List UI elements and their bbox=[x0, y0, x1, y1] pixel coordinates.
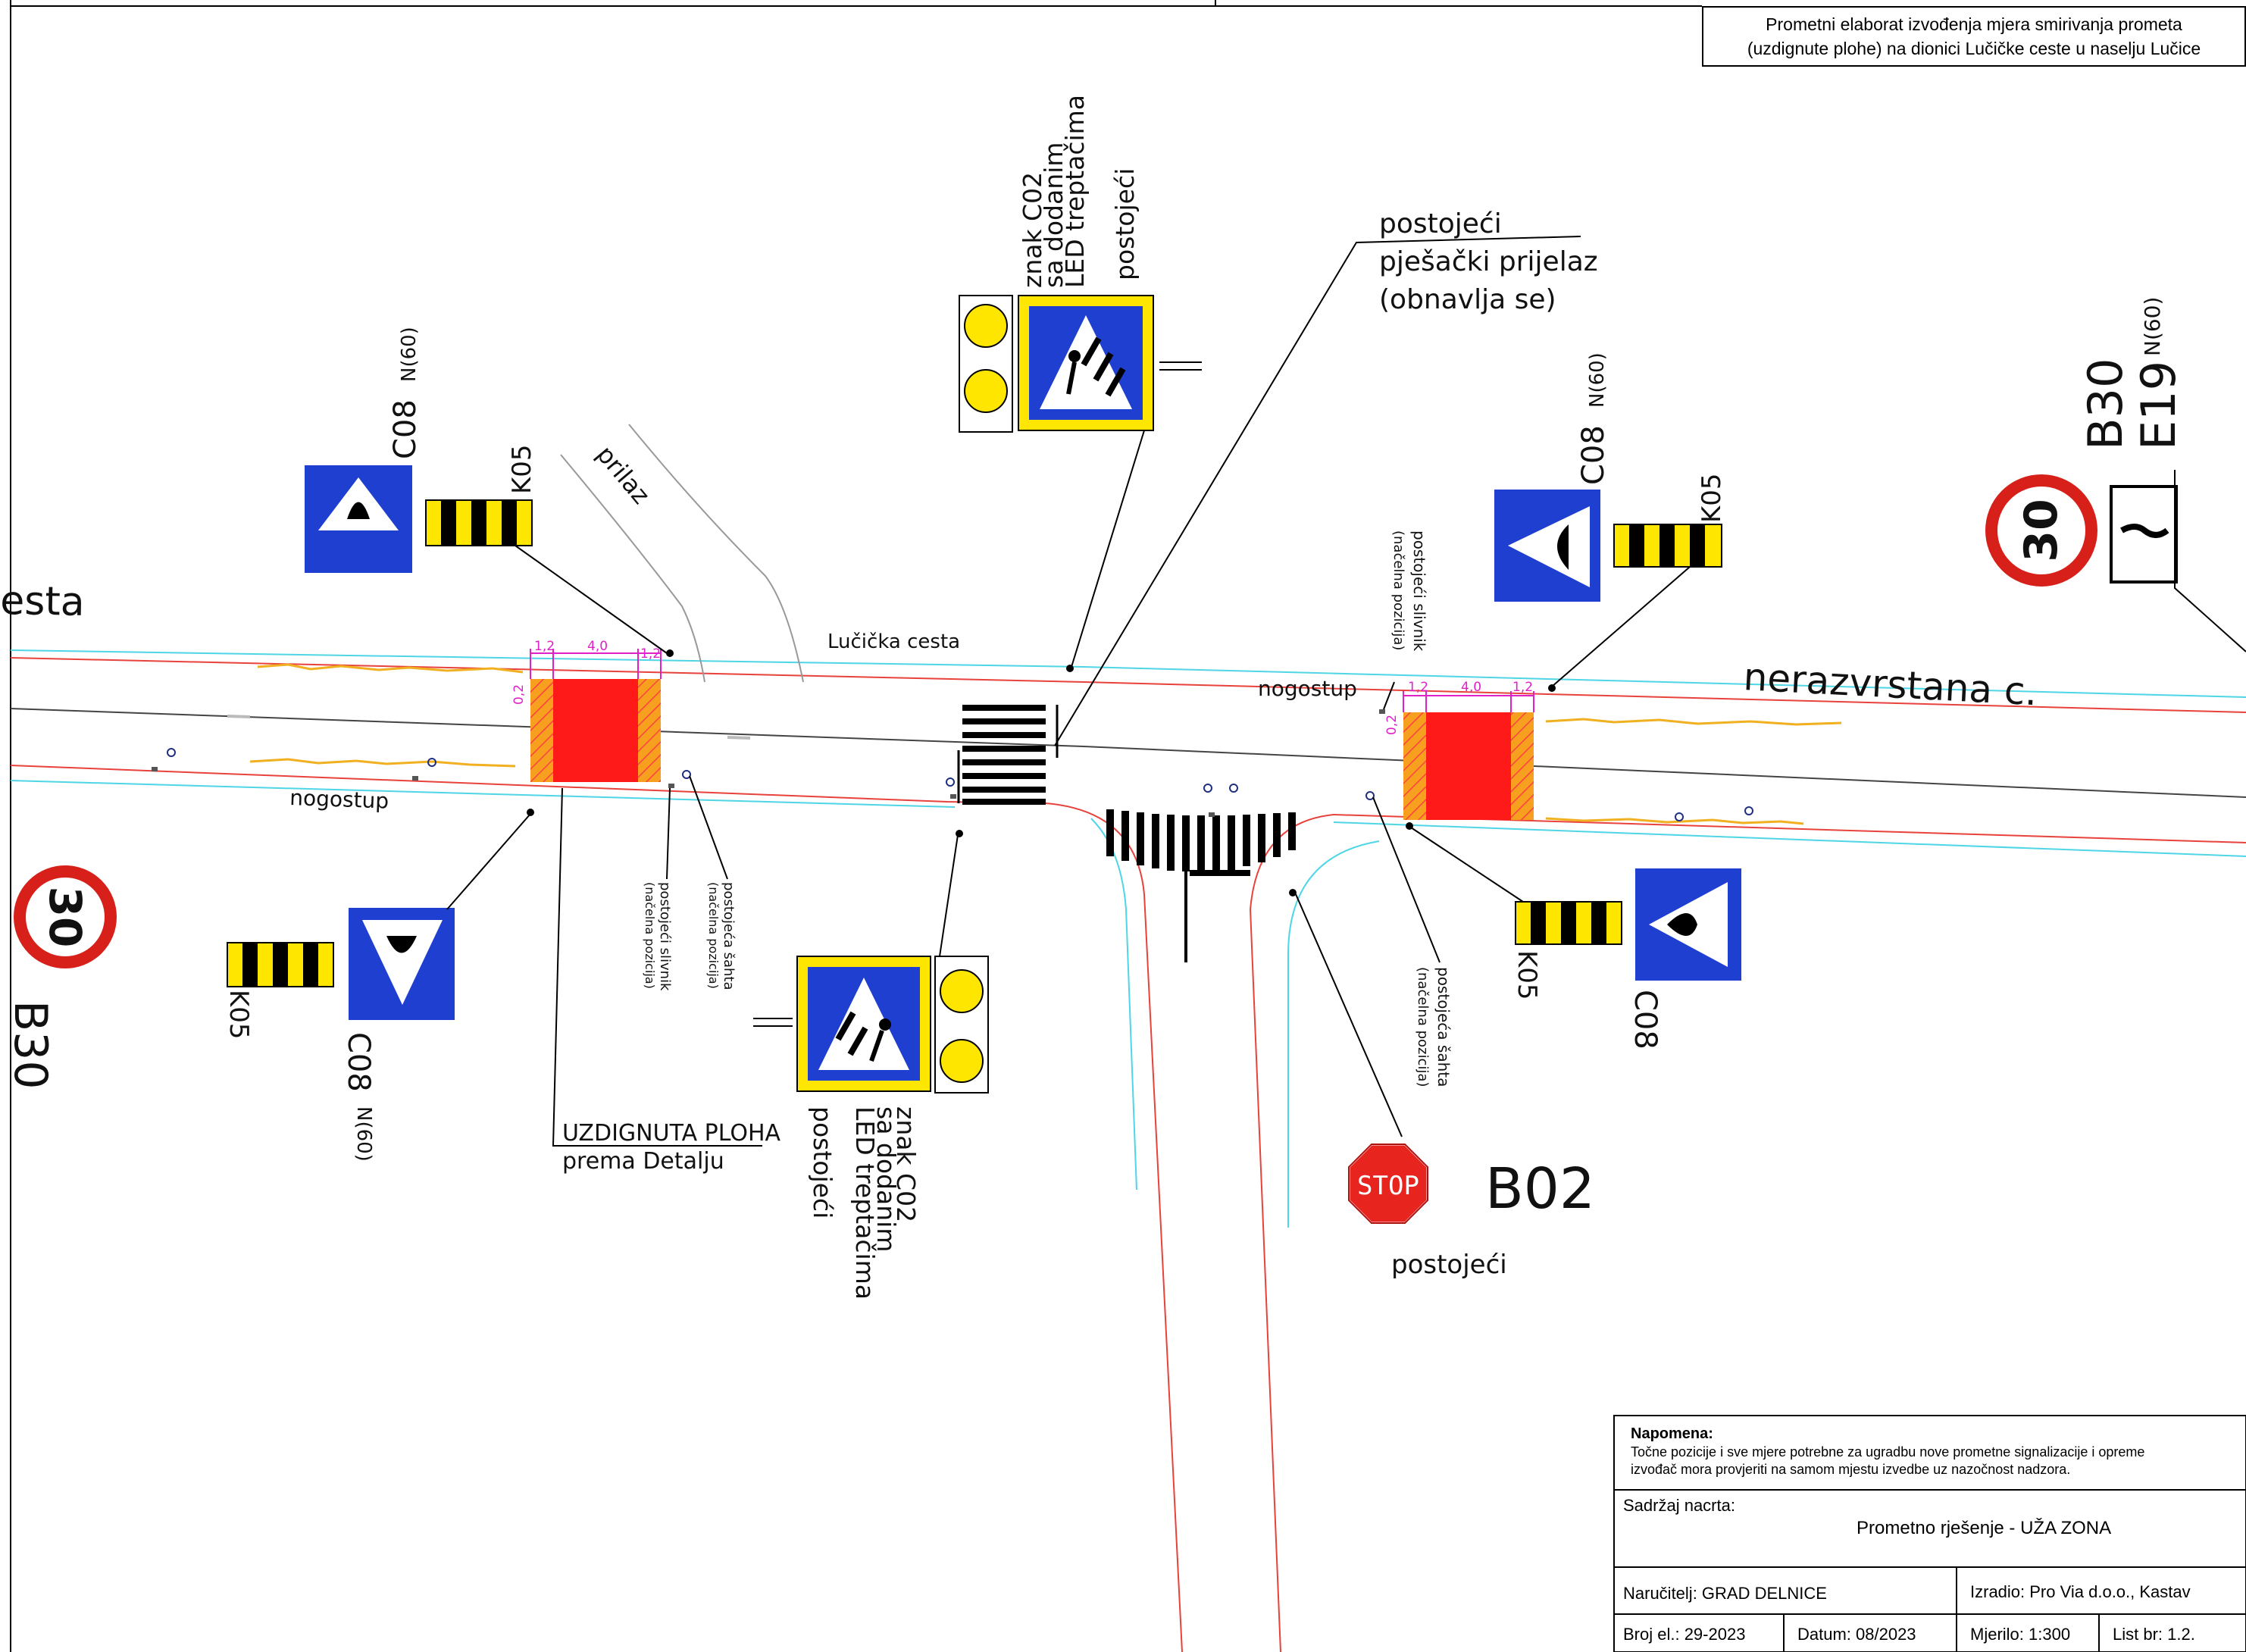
c08-tr-code: C08 bbox=[1576, 425, 1611, 485]
c08-bl-sub: N(60) bbox=[352, 1106, 375, 1162]
napomena-line-2: izvođač mora provjeriti na samom mjestu … bbox=[1631, 1462, 2070, 1477]
crossing-note-line-1: postojeći bbox=[1379, 208, 1502, 239]
sahta-left-2: (načelna pozicija) bbox=[706, 882, 721, 989]
sadrzaj-value: Prometno rješenje - UŽA ZONA bbox=[1857, 1518, 2111, 1538]
b30-right-code: B30 bbox=[2078, 358, 2133, 450]
izradio: Izradio: Pro Via d.o.o., Kastav bbox=[1970, 1582, 2191, 1601]
dim-left-3: 1,2 bbox=[640, 646, 661, 662]
napomena-label: Napomena: bbox=[1631, 1425, 1713, 1442]
c02-sign-top: znak C02 sa dodanim LED treptačima posto… bbox=[959, 95, 1202, 672]
c02-top-line-1: znak C02 bbox=[1018, 172, 1047, 288]
prilaz-edge bbox=[628, 424, 804, 683]
c02-top-line-2: sa dodanim bbox=[1039, 142, 1068, 288]
nogostup-left-label: nogostup bbox=[289, 785, 389, 814]
sahta-right-2: (načelna pozicija) bbox=[1415, 967, 1431, 1087]
dim-right-2: 4,0 bbox=[1461, 680, 1481, 695]
drawing-title-line-1: Prometni elaborat izvođenja mjera smiriv… bbox=[1766, 14, 2182, 34]
c02-bottom-line-3: LED treptačima bbox=[850, 1106, 880, 1300]
c08-tl-code: C08 bbox=[388, 399, 423, 459]
dim-left-1: 1,2 bbox=[534, 639, 555, 654]
c02-top-line-4: postojeći bbox=[1110, 168, 1140, 280]
dim-left-2: 4,0 bbox=[587, 639, 608, 654]
speed-limit-group-left: 30 B30 bbox=[4, 865, 117, 1090]
c08-tr-sub: N(60) bbox=[1586, 352, 1609, 408]
stop-sign-code: B02 bbox=[1485, 1156, 1595, 1222]
k05-br-code: K05 bbox=[1512, 950, 1542, 1000]
e19-code: E19 bbox=[2131, 361, 2186, 450]
speed-limit-group-right: 30 B30 N(60) E19 bbox=[1985, 297, 2246, 652]
sahta-left-1: postojeća šahta bbox=[721, 882, 737, 990]
sign-group-bottom-left: C08 N(60) K05 bbox=[224, 809, 534, 1162]
drain-notes-right-bottom: postojeća šahta (načelna pozicija) bbox=[1372, 796, 1453, 1087]
dim-right-4: 0,2 bbox=[1384, 715, 1400, 735]
speed-limit-right-value: 30 bbox=[2015, 499, 2068, 562]
prilaz-label: prilaz bbox=[591, 440, 655, 510]
stop-sign-note: postojeći bbox=[1391, 1250, 1507, 1280]
c08-bl-code: C08 bbox=[341, 1032, 376, 1092]
napomena-line-1: Točne pozicije i sve mjere potrebne za u… bbox=[1631, 1444, 2144, 1460]
main-road bbox=[10, 649, 2246, 857]
dim-right-1: 1,2 bbox=[1408, 680, 1428, 695]
road-label-left: esta bbox=[0, 578, 85, 625]
slivnik-left-1: postojeći slivnik bbox=[657, 882, 673, 991]
uzdignuta-line-1: UZDIGNUTA PLOHA bbox=[562, 1120, 781, 1147]
speed-limit-sign-right bbox=[1985, 474, 2097, 587]
k05-tr-code: K05 bbox=[1697, 473, 1727, 523]
dim-right-3: 1,2 bbox=[1512, 680, 1533, 695]
road-label-main: Lučička cesta bbox=[827, 630, 960, 653]
slivnik-right-1: postojeći slivnik bbox=[1410, 530, 1428, 652]
sign-group-bottom-right: C08 K05 bbox=[1406, 822, 1741, 1050]
narucitelj: Naručitelj: GRAD DELNICE bbox=[1623, 1584, 1827, 1603]
crossing-note-line-2: pješački prijelaz bbox=[1379, 246, 1598, 277]
title-block: Napomena: Točne pozicije i sve mjere pot… bbox=[1613, 1415, 2246, 1652]
b30-left-code: B30 bbox=[4, 1000, 57, 1090]
datum: Datum: 08/2023 bbox=[1797, 1625, 1916, 1644]
crossing-note-line-3: (obnavlja se) bbox=[1379, 284, 1556, 315]
utility-markers bbox=[152, 709, 1753, 821]
b30-right-sub: N(60) bbox=[2140, 297, 2165, 356]
drawing-title-box: Prometni elaborat izvođenja mjera smiriv… bbox=[1702, 6, 2246, 67]
list-br: List br: 1.2. bbox=[2113, 1625, 2195, 1644]
slivnik-left-2: (načelna pozicija) bbox=[643, 882, 657, 989]
c08-tl-sub: N(60) bbox=[398, 327, 421, 382]
side-road bbox=[1045, 803, 1380, 1652]
pedestrian-crossing-side bbox=[1106, 809, 1296, 876]
stop-sign-text: STOP bbox=[1357, 1171, 1419, 1201]
drawing-title-line-2: (uzdignute plohe) na dionici Lučičke ces… bbox=[1747, 39, 2201, 58]
raised-plateau-right: 1,2 4,0 1,2 0,2 bbox=[1384, 680, 1534, 820]
vegetation-line-left-top bbox=[257, 663, 524, 674]
k05-tl-code: K05 bbox=[507, 444, 537, 494]
c02-top-line-3: LED treptačima bbox=[1060, 95, 1090, 288]
speed-limit-left-value: 30 bbox=[39, 887, 91, 948]
raised-plateau-left: 1,2 4,0 1,2 0,2 bbox=[511, 639, 662, 782]
raised-plateau-note: UZDIGNUTA PLOHA prema Detalju bbox=[552, 787, 781, 1175]
drain-notes-right-top: postojeći slivnik (načelna pozicija) bbox=[1383, 530, 1428, 710]
uzdignuta-line-2: prema Detalju bbox=[562, 1148, 724, 1175]
speed-limit-sign-left bbox=[14, 865, 117, 968]
sahta-right-1: postojeća šahta bbox=[1434, 967, 1453, 1087]
k05-bl-code: K05 bbox=[224, 990, 254, 1040]
c02-bottom-line-2: sa dodanim bbox=[871, 1106, 901, 1252]
sadrzaj-label: Sadržaj nacrta: bbox=[1623, 1496, 1735, 1515]
sign-group-top-left: C08 N(60) K05 bbox=[305, 327, 674, 657]
drain-notes-left: postojeći slivnik (načelna pozicija) pos… bbox=[643, 775, 737, 991]
road-label-right: nerazvrstana c. bbox=[1742, 655, 2038, 714]
dim-left-4: 0,2 bbox=[511, 684, 527, 705]
slivnik-right-2: (načelna pozicija) bbox=[1390, 530, 1406, 650]
pedestrian-crossing-main bbox=[957, 705, 1059, 805]
sign-group-top-right: C08 N(60) K05 bbox=[1494, 352, 1727, 692]
c02-sign-bottom: znak C02 sa dodanim LED treptačima posto… bbox=[753, 830, 989, 1300]
crossing-note: postojeći pješački prijelaz (obnavlja se… bbox=[1054, 208, 1598, 746]
nogostup-right-label: nogostup bbox=[1258, 676, 1357, 701]
stop-sign-group: STOP B02 postojeći bbox=[1289, 889, 1595, 1280]
c08-br-code: C08 bbox=[1628, 990, 1663, 1050]
mjerilo: Mjerilo: 1:300 bbox=[1970, 1625, 2070, 1644]
c02-bottom-line-1: znak C02 bbox=[891, 1106, 921, 1222]
broj-el: Broj el.: 29-2023 bbox=[1623, 1625, 1745, 1644]
c02-bottom-line-4: postojeći bbox=[808, 1106, 837, 1219]
